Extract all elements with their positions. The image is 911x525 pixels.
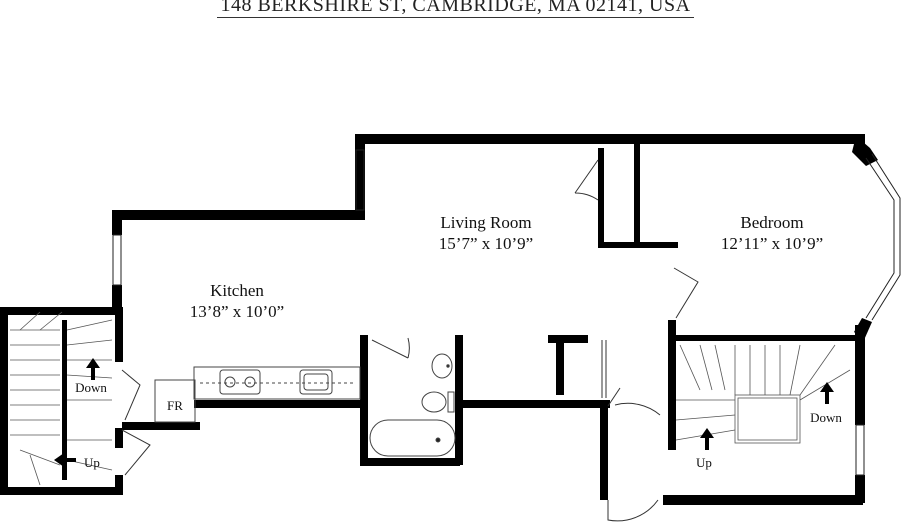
left-stair-bottom-door — [121, 429, 151, 476]
windows — [112, 149, 901, 476]
stair-label: Up — [84, 455, 100, 470]
front-door — [607, 499, 659, 522]
doors — [121, 159, 699, 522]
entry-door — [614, 402, 661, 416]
room-size: 13’8” x 10’0” — [190, 302, 284, 321]
stair-label: Down — [810, 410, 842, 425]
kitchen-counter — [154, 366, 361, 423]
left-stair-door — [121, 369, 141, 421]
bath-door — [371, 337, 410, 359]
bath-fixtures — [369, 353, 456, 457]
room-size: 15’7” x 10’9” — [439, 234, 533, 253]
arrow-up-icon — [700, 428, 714, 450]
fridge-label: FR — [167, 398, 183, 413]
exterior-walls — [0, 134, 878, 505]
left-staircase — [10, 311, 113, 486]
room-name: Living Room — [440, 213, 531, 232]
stair-label: Up — [696, 455, 712, 470]
bedroom-door — [673, 267, 699, 319]
room-labels: Kitchen 13’8” x 10’0” Living Room 15’7” … — [75, 213, 842, 470]
floorplan-address: 148 BERKSHIRE ST, CAMBRIDGE, MA 02141, U… — [0, 0, 911, 18]
room-name: Kitchen — [210, 281, 264, 300]
stair-label: Down — [75, 380, 107, 395]
room-name: Bedroom — [740, 213, 803, 232]
arrow-left-icon — [54, 453, 76, 467]
room-size: 12’11” x 10’9” — [721, 234, 823, 253]
right-staircase — [675, 344, 851, 444]
arrow-up-icon — [820, 382, 834, 404]
closet-door — [574, 159, 599, 201]
stair-arrows — [54, 358, 834, 467]
arrow-up-icon — [86, 358, 100, 380]
